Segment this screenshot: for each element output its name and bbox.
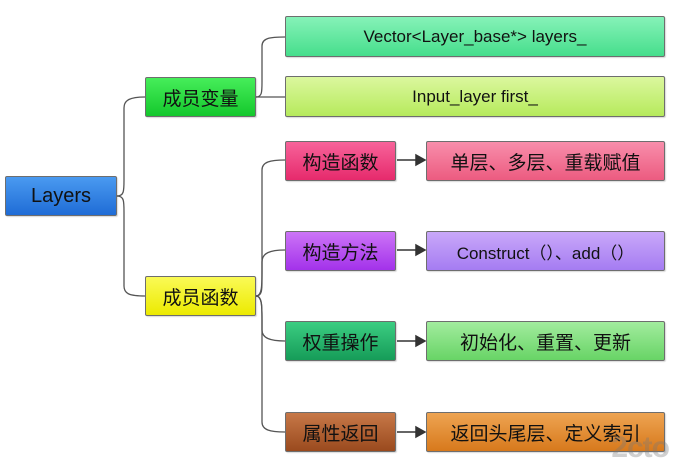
arrow-ctor-head	[415, 153, 427, 167]
detail-property-return: 返回头尾层、定义索引	[426, 412, 665, 452]
branch-member-functions: 成员函数	[145, 276, 256, 316]
watermark-logo: 2cto	[611, 431, 670, 465]
leaf-input-layer-first-label: Input_layer first_	[412, 86, 538, 106]
connector-members-layers	[255, 36, 286, 98]
arrow-props-head	[415, 425, 427, 439]
detail-property-return-label: 返回头尾层、定义索引	[450, 422, 641, 445]
root-node-layers: Layers	[5, 176, 117, 216]
branch-member-variables-label: 成员变量	[162, 87, 239, 110]
arrow-construct-head	[415, 243, 427, 257]
leaf-input-layer-first: Input_layer first_	[285, 76, 665, 117]
connector-functions-props	[255, 295, 286, 433]
func-construct-method-label: 构造方法	[302, 241, 379, 264]
leaf-layers-vector-label: Vector<Layer_base*> layers_	[363, 26, 587, 46]
detail-construct-method: Construct（）、add（）	[426, 231, 665, 271]
connector-root-functions	[116, 195, 146, 297]
func-constructor: 构造函数	[285, 141, 396, 181]
branch-member-variables: 成员变量	[145, 77, 256, 117]
root-label: Layers	[30, 184, 92, 207]
func-property-return-label: 属性返回	[302, 422, 379, 445]
arrow-weights-head	[415, 334, 427, 348]
connector-functions-construct	[255, 249, 286, 297]
branch-member-functions-label: 成员函数	[162, 286, 239, 309]
detail-constructor-label: 单层、多层、重载赋值	[450, 151, 641, 174]
detail-weight-operations-label: 初始化、重置、更新	[459, 331, 631, 354]
connector-root-members	[116, 96, 146, 197]
func-weight-operations-label: 权重操作	[302, 331, 379, 354]
connector-functions-ctor	[255, 159, 286, 297]
leaf-layers-vector: Vector<Layer_base*> layers_	[285, 16, 665, 57]
detail-constructor: 单层、多层、重载赋值	[426, 141, 665, 181]
func-property-return: 属性返回	[285, 412, 396, 452]
detail-weight-operations: 初始化、重置、更新	[426, 321, 665, 361]
func-weight-operations: 权重操作	[285, 321, 396, 361]
watermark-text: 2cto	[611, 431, 670, 464]
func-constructor-label: 构造函数	[302, 151, 379, 174]
connector-functions-weights	[255, 295, 286, 342]
detail-construct-method-label: Construct（）、add（）	[456, 243, 635, 263]
func-construct-method: 构造方法	[285, 231, 396, 271]
